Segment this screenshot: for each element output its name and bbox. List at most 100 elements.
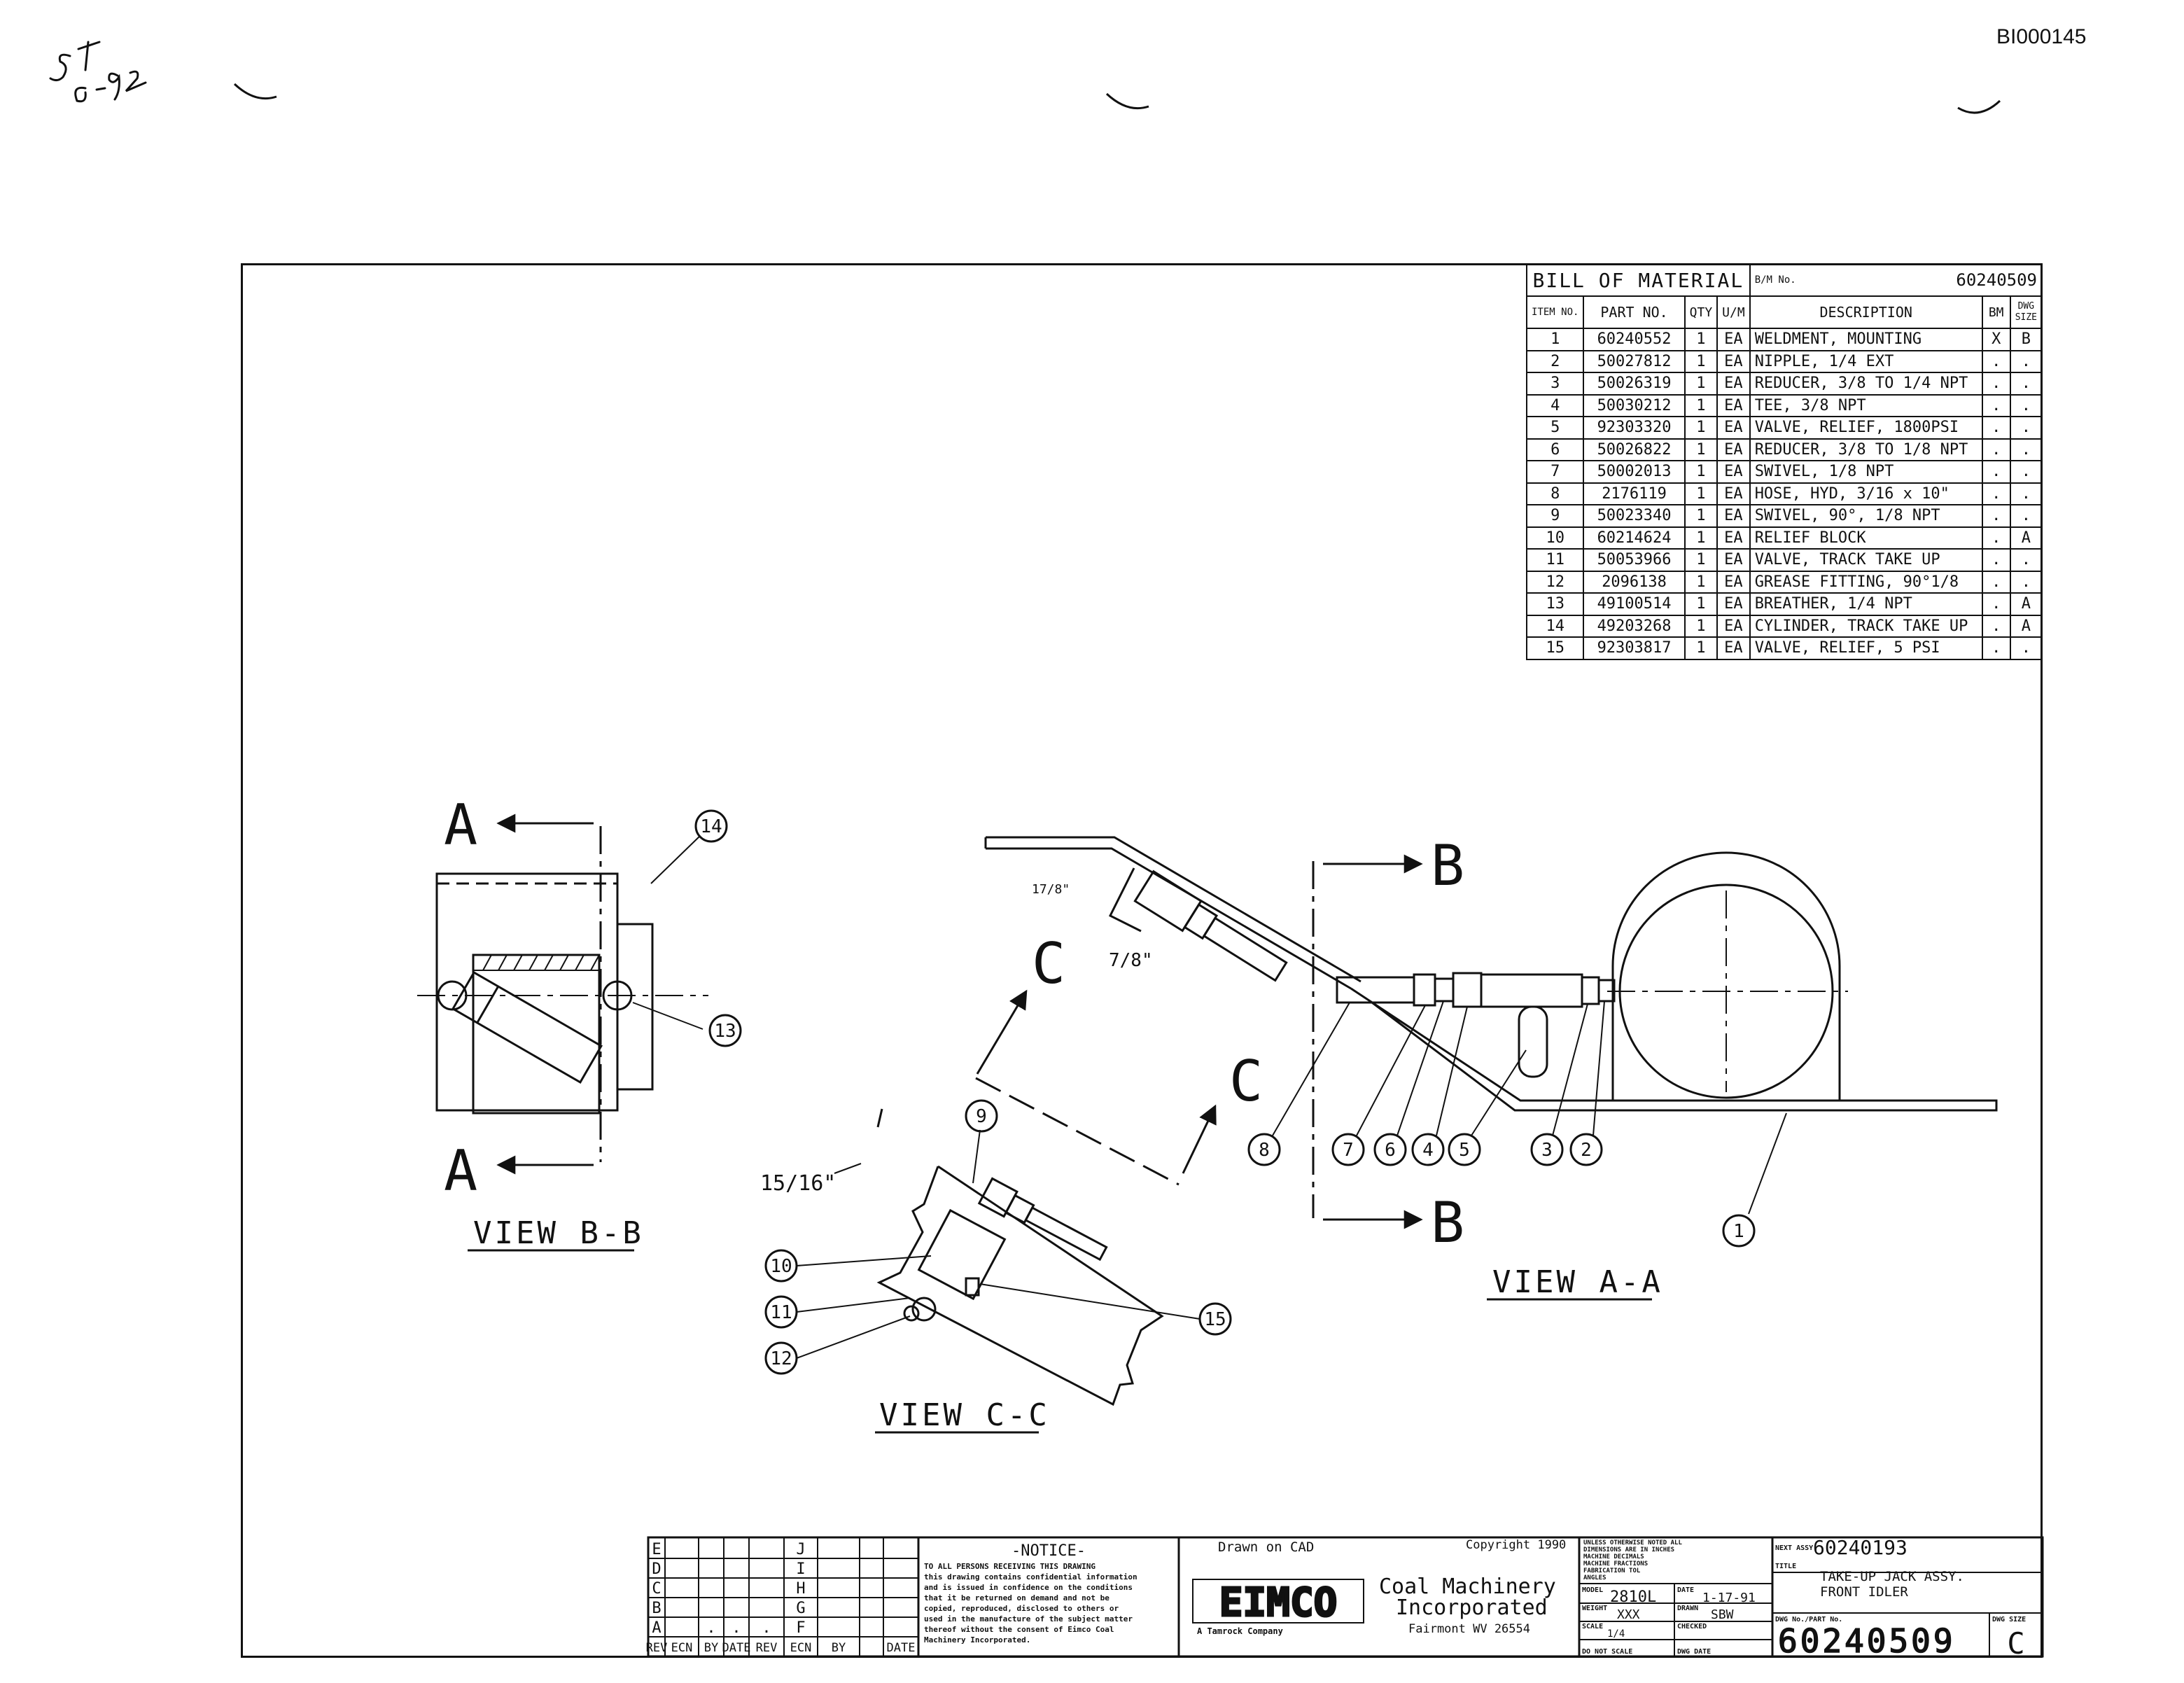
rev-letter-h: H [796,1580,805,1598]
bom-part-no: 49100514 [1583,592,1686,616]
bom-description: RELIEF BLOCK [1749,526,1983,550]
balloon-11-label: 11 [770,1302,792,1323]
bom-dwg-size: . [2009,372,2043,396]
rev-grid [648,1537,2043,1656]
balloon-14 [694,809,728,843]
bom-col-description: DESCRIPTION [1749,295,1983,329]
bom-dwg-size: . [2009,570,2043,594]
next-assy-value: 60240193 [1813,1536,1907,1559]
bom-dwg-size: . [2009,482,2043,505]
bom-item-no: 15 [1525,636,1585,660]
notice-line-8: Machinery Incorporated. [924,1635,1030,1644]
notice-line-6: used in the manufacture of the subject m… [924,1614,1133,1623]
balloon-13 [708,1014,742,1047]
copyright: Copyright 1990 [1466,1538,1566,1552]
cc-swivel-hose [977,1177,1108,1262]
notice-line-4: that it be returned on demand and not be [924,1593,1110,1602]
title-block [647,1536,2044,1658]
balloon-12-label: 12 [770,1348,792,1369]
bom-qty: 1 [1684,328,1718,351]
bom-part-no: 2096138 [1583,570,1686,594]
drawn-value: SBW [1711,1607,1734,1622]
bom-dwg-size: B [2009,328,2043,351]
bom-description: REDUCER, 3/8 TO 1/8 NPT [1749,438,1983,461]
bom-part-no: 50002013 [1583,460,1686,484]
bb-hatch [472,954,600,971]
bom-qty: 1 [1684,349,1718,373]
dwg-no-label: DWG No./PART No. [1775,1616,1842,1623]
notice-line-7: thereof without the consent of Eimco Coa… [924,1625,1114,1634]
bom-number-cell: B/M No. 60240509 [1749,263,2043,297]
bom-um: EA [1716,393,1751,417]
aa-section-label-bottom: B [1431,1190,1464,1255]
rev-hdr-by: BY [704,1641,718,1655]
balloon-8-label: 8 [1259,1140,1270,1161]
title-block-text: E D C B A J I H G F . . . REV ECN BY DAT… [646,1536,2026,1661]
bom-item-no: 6 [1525,438,1585,461]
notice-line-1: TO ALL PERSONS RECEIVING THIS DRAWING [924,1562,1096,1571]
bom-title: BILL OF MATERIAL [1526,263,1751,297]
bom-col-qty: QTY [1684,295,1718,329]
cc-valve-11 [911,1297,937,1322]
bom-number-label: B/M No. [1754,274,1796,286]
rev-hdr-ecn-2: ECN [790,1641,812,1655]
company-sub: A Tamrock Company [1197,1626,1283,1636]
bom-item-no: 2 [1525,349,1585,373]
company-location: Fairmont WV 26554 [1408,1622,1530,1636]
bom-um: EA [1716,372,1751,396]
tol-line-5: FABRICATION TOL [1583,1567,1641,1574]
aa-bracket-upper [986,836,1362,983]
bom-bm-flag: . [1981,526,2011,550]
view-a-a-labels: B B 8 7 6 4 5 3 2 1 VIEW A-A 7/8" 17/8" [1032,833,1744,1301]
aa-hose-fitting-8 [1336,976,1415,1004]
bom-um: EA [1716,328,1751,351]
aa-idler-housing [1611,851,1841,1101]
bom-col-bm: BM [1981,295,2011,329]
balloon-6 [1373,1133,1407,1166]
view-b-b [417,809,742,1175]
cc-arrow-left [976,989,1028,1075]
rev-letter-b: B [652,1600,661,1617]
cc-cut-line [975,1077,1180,1186]
bom-qty: 1 [1684,416,1718,440]
balloon-1-label: 1 [1733,1221,1744,1242]
rev-letter-c: C [652,1580,661,1598]
bom-qty: 1 [1684,570,1718,594]
balloon-12 [764,1341,798,1375]
bb-side-plate [616,923,654,1091]
bom-part-no: 50026319 [1583,372,1686,396]
aa-bracket-lower [1350,987,1998,1112]
bom-header-row: BILL OF MATERIAL B/M No. 60240509 [1526,263,2043,297]
aa-cylinder-upper [1133,870,1288,982]
rev-letter-g: G [796,1600,805,1617]
scale-value: 1/4 [1607,1628,1625,1640]
bom-bm-flag: . [1981,504,2011,528]
balloon-2 [1569,1133,1603,1166]
rev-letter-i: I [796,1560,805,1578]
balloon-5 [1448,1133,1481,1166]
cc-dim-ext [876,1108,883,1128]
next-assy-label: NEXT ASSY. [1775,1544,1817,1552]
bom-item-no: 7 [1525,460,1585,484]
rev-a-mark-1: . [706,1619,715,1637]
bom-qty: 1 [1684,636,1718,660]
bom-dwg-size: . [2009,504,2043,528]
view-c-c-title: VIEW C-C [879,1397,1050,1433]
bom-bm-flag: . [1981,372,2011,396]
aa-swivel-7 [1413,973,1436,1007]
bom-bm-flag: . [1981,636,2011,660]
tol-line-3: MACHINE DECIMALS [1583,1553,1644,1560]
dwg-no-value: 60240509 [1778,1622,1956,1660]
rev-letter-j: J [796,1541,805,1558]
model-value: 2810L [1610,1588,1656,1606]
aa-nipple-2 [1597,979,1616,1003]
view-a-a-title: VIEW A-A [1492,1264,1663,1300]
cc-grease-12 [903,1305,920,1322]
